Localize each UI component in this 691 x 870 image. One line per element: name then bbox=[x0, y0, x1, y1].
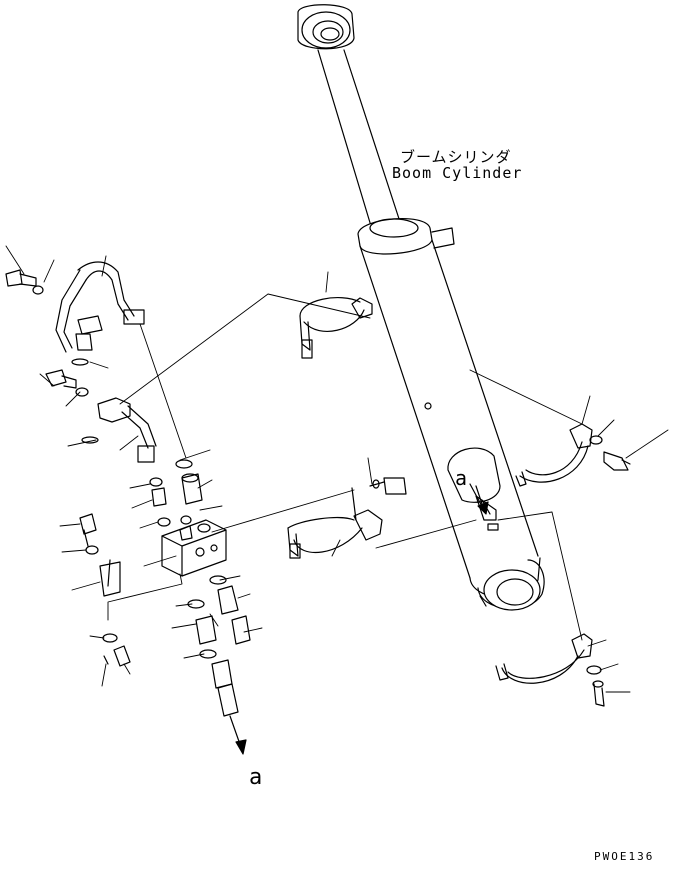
fittings bbox=[102, 459, 251, 717]
reference-arrow-cylinder bbox=[469, 483, 489, 515]
component-name-en: Boom Cylinder bbox=[392, 164, 523, 182]
clamp-upper bbox=[299, 297, 373, 359]
hose-tube-lower bbox=[45, 369, 157, 463]
clamp-right-upper bbox=[515, 423, 631, 487]
boom-cylinder bbox=[297, 4, 545, 611]
valve-block bbox=[79, 513, 227, 597]
clamp-right-lower bbox=[495, 633, 605, 707]
reference-mark-hose: a bbox=[249, 765, 263, 790]
clamp-middle bbox=[287, 477, 407, 559]
connection-lines bbox=[5, 245, 669, 693]
reference-arrow-hose bbox=[229, 715, 247, 755]
drawing-code: PWOE136 bbox=[594, 850, 655, 863]
component-name-jp: ブームシリンダ bbox=[400, 148, 512, 166]
reference-mark-cylinder: a bbox=[455, 466, 468, 490]
hose-tube-upper bbox=[5, 261, 145, 366]
